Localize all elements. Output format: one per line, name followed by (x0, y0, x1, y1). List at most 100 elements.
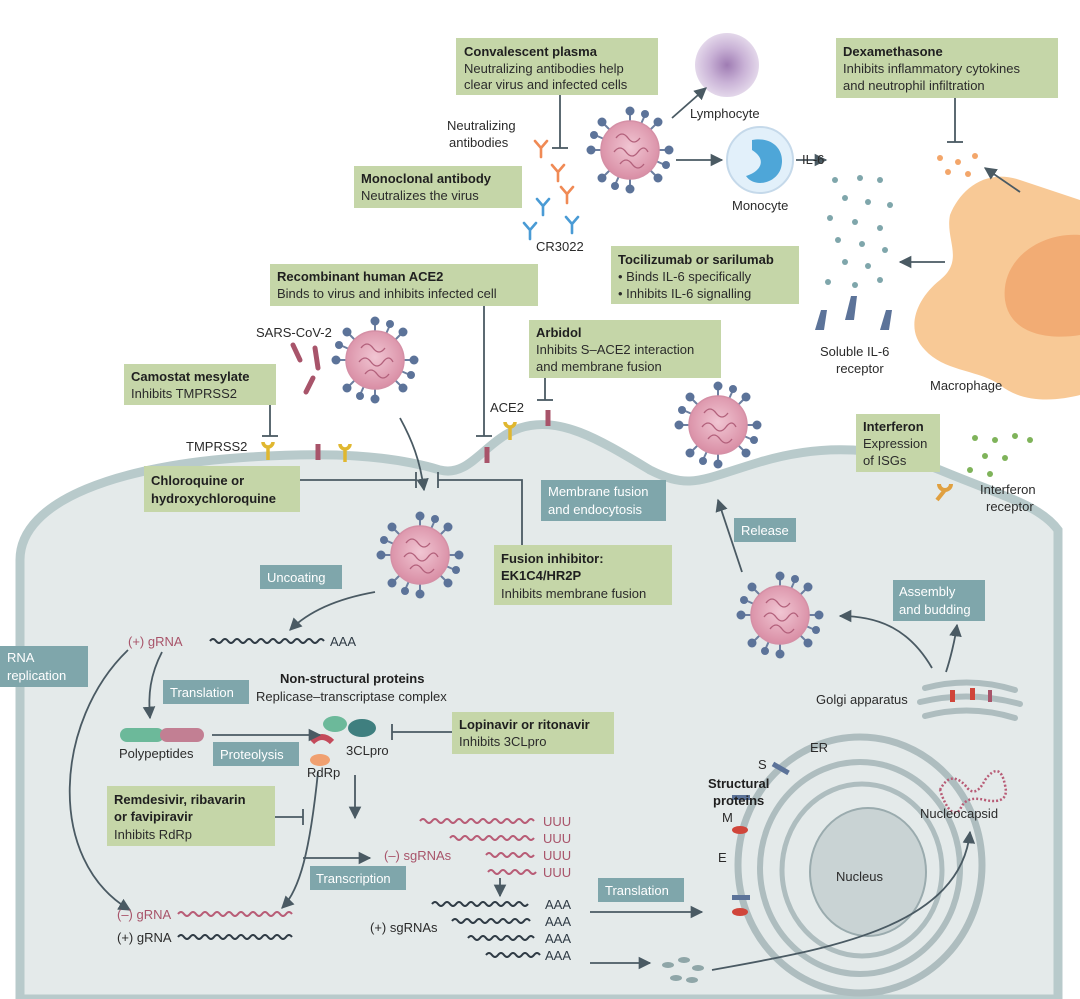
drug-desc: Inhibits inflammatory cytokines (843, 61, 1021, 76)
label-polypeptides: Polypeptides (119, 746, 194, 761)
label-aaa: AAA (545, 914, 571, 929)
step-label: Release (741, 523, 789, 538)
process-arrows (68, 87, 1021, 971)
drug-box-arbidol: Arbidol Inhibits S–ACE2 interaction and … (529, 320, 721, 378)
drug-title: Arbidol (536, 325, 582, 340)
label-uuu: UUU (543, 865, 571, 880)
drug-title: Chloroquine or (151, 473, 244, 488)
step-label: and budding (899, 602, 971, 617)
rna-strands (177, 638, 541, 958)
label-uuu: UUU (543, 831, 571, 846)
drug-title: or favipiravir (114, 809, 193, 824)
label-minus-grna: (–) gRNA (117, 907, 172, 922)
label-uuu: UUU (543, 848, 571, 863)
label-cr3022: CR3022 (536, 239, 584, 254)
step-label: Membrane fusion (548, 484, 648, 499)
drug-title: Interferon (863, 419, 924, 434)
drug-desc: Inhibits S–ACE2 interaction (536, 342, 694, 357)
drug-title: Dexamethasone (843, 44, 943, 59)
lymphocyte-cell (695, 33, 759, 97)
drug-desc: and membrane fusion (536, 359, 662, 374)
step-uncoating: Uncoating (260, 565, 342, 589)
label-nucleus: Nucleus (836, 869, 883, 884)
label-proteins: proteins (713, 793, 764, 808)
step-label: Transcription (316, 871, 391, 886)
step-label: RNA (7, 650, 35, 665)
drug-desc: clear virus and infected cells (464, 77, 628, 92)
step-proteolysis: Proteolysis (213, 742, 299, 766)
monocyte-cell (726, 126, 794, 194)
step-label: replication (7, 668, 66, 683)
drug-desc: Inhibits TMPRSS2 (131, 386, 237, 401)
drug-desc: Expression (863, 436, 927, 451)
drug-box-monoclonal: Monoclonal antibody Neutralizes the viru… (354, 166, 522, 208)
label-neutralizing: Neutralizing (447, 118, 516, 133)
golgi-protein-2 (970, 688, 975, 700)
golgi-protein-1 (950, 690, 955, 702)
drug-title: Camostat mesylate (131, 369, 250, 384)
label-s: S (758, 757, 767, 772)
drug-title: Convalescent plasma (464, 44, 598, 59)
inhibition-lines (262, 95, 963, 825)
step-rna-replication: RNA replication (0, 646, 88, 687)
label-ace2: ACE2 (490, 400, 524, 415)
golgi-protein-3 (988, 690, 992, 702)
step-transcription: Transcription (310, 866, 406, 890)
drug-desc: Neutralizes the virus (361, 188, 479, 203)
step-release: Release (734, 518, 796, 542)
drug-box-rhace2: Recombinant human ACE2 Binds to virus an… (270, 264, 538, 306)
drug-title: hydroxychloroquine (151, 491, 276, 506)
label-golgi: Golgi apparatus (816, 692, 908, 707)
monocyte-nucleus (746, 139, 783, 183)
label-aaa: AAA (330, 634, 356, 649)
drug-box-camostat: Camostat mesylate Inhibits TMPRSS2 (124, 364, 276, 405)
drug-desc: Binds to virus and inhibits infected cel… (277, 286, 497, 301)
drug-box-convalescent-plasma: Convalescent plasma Neutralizing antibod… (456, 38, 658, 95)
label-aaa: AAA (545, 948, 571, 963)
step-label: Translation (170, 685, 234, 700)
label-nsp-title: Non-structural proteins (280, 671, 424, 686)
virus-main (585, 105, 675, 195)
drug-desc: of ISGs (863, 453, 907, 468)
label-plus-grna-2: (+) gRNA (117, 930, 172, 945)
label-interferon-receptor: receptor (986, 499, 1034, 514)
step-translation-1: Translation (163, 680, 249, 704)
drug-box-lopinavir: Lopinavir or ritonavir Inhibits 3CLpro (452, 712, 614, 754)
label-structural: Structural (708, 776, 769, 791)
drug-title: Remdesivir, ribavarin (114, 792, 246, 807)
protein-fragments (662, 957, 704, 983)
drug-title: EK1C4/HR2P (501, 568, 582, 583)
drug-desc: Neutralizing antibodies help (464, 61, 624, 76)
label-aaa: AAA (545, 897, 571, 912)
drug-box-fusion-inhibitor: Fusion inhibitor: EK1C4/HR2P Inhibits me… (494, 545, 672, 605)
step-label: Translation (605, 883, 669, 898)
label-rdrp: RdRp (307, 765, 340, 780)
drug-title: Tocilizumab or sarilumab (618, 252, 774, 267)
structural-protein-icons (732, 761, 790, 916)
label-er: ER (810, 740, 828, 755)
label-minus-sgrnas: (–) sgRNAs (384, 848, 452, 863)
label-lymphocyte: Lymphocyte (690, 106, 760, 121)
label-e: E (718, 850, 727, 865)
drug-box-dexamethasone: Dexamethasone Inhibits inflammatory cyto… (836, 38, 1058, 98)
drug-box-interferon: Interferon Expression of ISGs (856, 414, 940, 472)
step-label: and endocytosis (548, 502, 642, 517)
drug-desc: • Inhibits IL-6 signalling (618, 286, 751, 301)
drug-box-tocilizumab: Tocilizumab or sarilumab • Binds IL-6 sp… (611, 246, 799, 304)
membrane-receptors (261, 410, 953, 502)
label-il6: IL-6 (802, 152, 824, 167)
drug-title: Fusion inhibitor: (501, 551, 604, 566)
label-aaa: AAA (545, 931, 571, 946)
virus-sars-cov-2 (330, 315, 420, 405)
label-soluble-il6: Soluble IL-6 (820, 344, 889, 359)
drug-title: Recombinant human ACE2 (277, 269, 443, 284)
drug-title: Monoclonal antibody (361, 171, 492, 186)
drug-box-remdesivir: Remdesivir, ribavarin or favipiravir Inh… (107, 786, 275, 846)
polypeptide-icons (120, 716, 376, 766)
label-antibodies: antibodies (449, 135, 509, 150)
step-membrane-fusion: Membrane fusion and endocytosis (541, 480, 666, 521)
drug-desc: Inhibits RdRp (114, 827, 192, 842)
drug-desc: and neutrophil infiltration (843, 78, 985, 93)
label-uuu: UUU (543, 814, 571, 829)
label-nsp-subtitle: Replicase–transcriptase complex (256, 689, 447, 704)
